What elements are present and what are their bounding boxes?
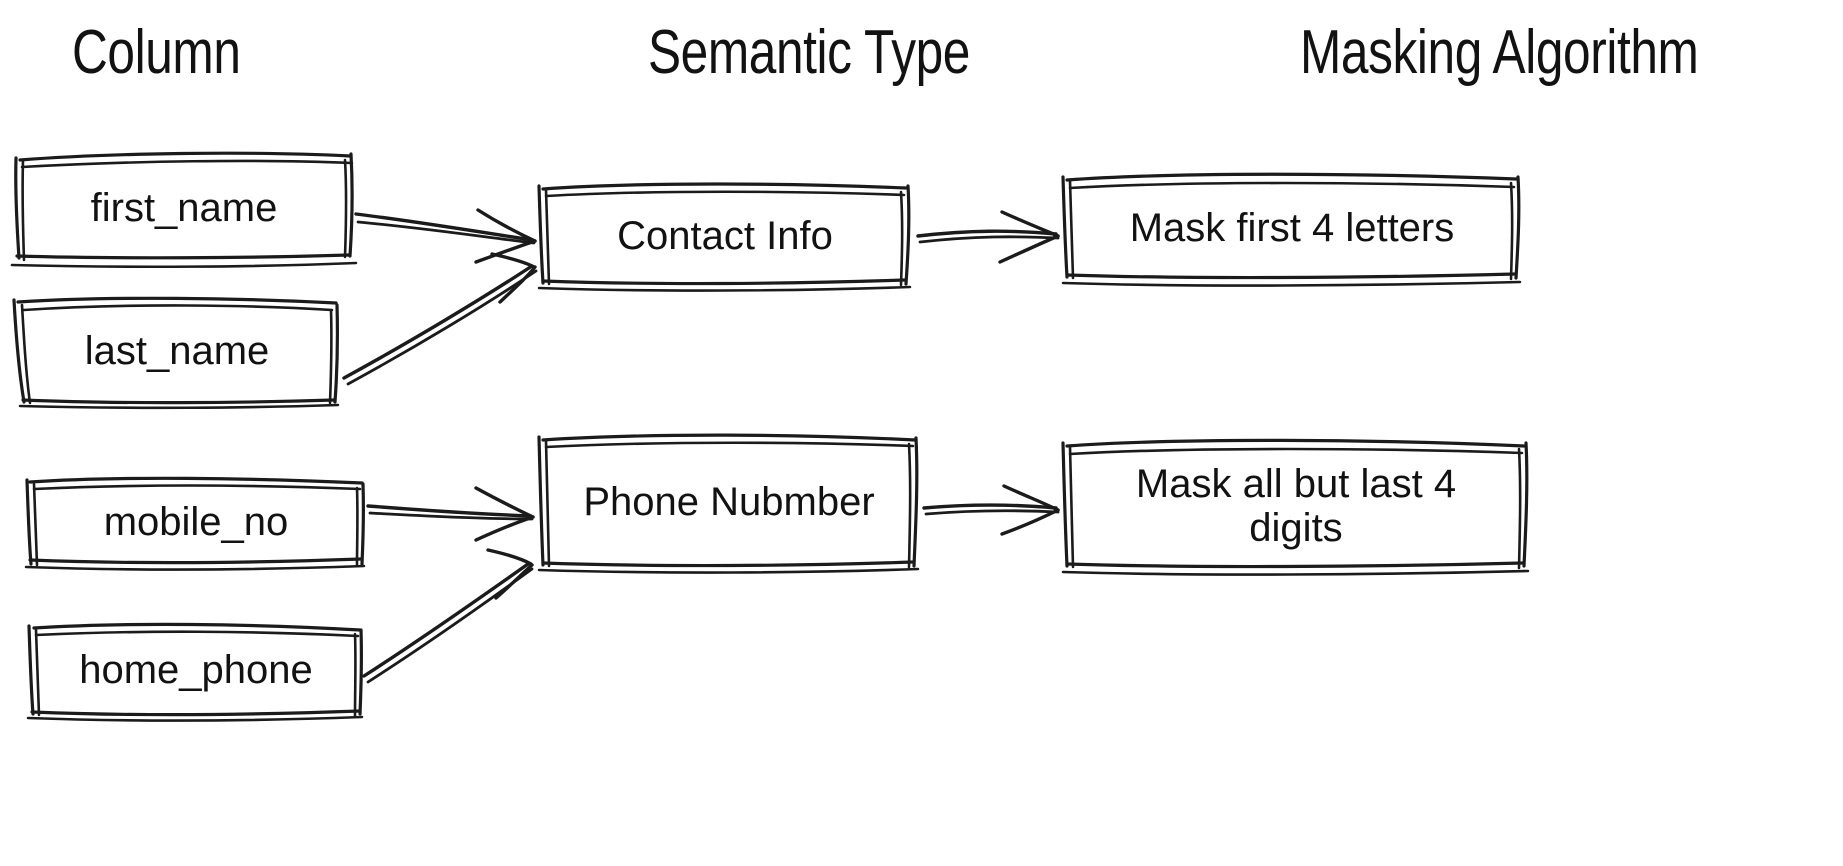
box-outline-mask-first-4 xyxy=(1061,172,1522,287)
node-contact-info[interactable]: Contact Info xyxy=(538,182,912,289)
node-label-first-name: first_name xyxy=(90,186,278,230)
column-header-column: Column xyxy=(72,18,241,87)
column-header-semantic-type: Semantic Type xyxy=(648,18,970,87)
node-label-mobile-no: mobile_no xyxy=(103,500,289,544)
node-phone-number[interactable]: Phone Nubmber xyxy=(538,433,920,571)
arrow-last-name-to-contact-info xyxy=(342,252,538,386)
node-last-name[interactable]: last_name xyxy=(14,296,340,406)
node-first-name[interactable]: first_name xyxy=(14,152,354,264)
arrow-mobile-no-to-phone-number xyxy=(366,486,535,542)
arrow-first-name-to-contact-info xyxy=(354,208,537,264)
arrow-home-phone-to-phone-number xyxy=(362,548,534,684)
node-label-last-name: last_name xyxy=(84,329,270,373)
node-label-phone-number: Phone Nubmber xyxy=(583,480,875,524)
node-home-phone[interactable]: home_phone xyxy=(28,622,364,718)
node-label-contact-info: Contact Info xyxy=(617,213,833,258)
box-outline-first-name xyxy=(10,151,358,269)
arrow-contact-info-to-mask-first-4 xyxy=(916,210,1060,264)
box-outline-last-name xyxy=(12,296,340,410)
node-label-mask-first-4: Mask first 4 letters xyxy=(1129,206,1455,250)
arrow-phone-number-to-mask-all-but-4 xyxy=(922,484,1060,536)
box-outline-mask-all-but-4 xyxy=(1061,438,1530,576)
node-mobile-no[interactable]: mobile_no xyxy=(26,476,366,568)
box-outline-phone-number xyxy=(537,433,920,574)
node-mask-all-but-4[interactable]: Mask all but last 4 digits xyxy=(1062,438,1530,573)
box-outline-mobile-no xyxy=(24,476,366,571)
box-outline-home-phone xyxy=(26,622,364,722)
column-header-masking-algorithm: Masking Algorithm xyxy=(1300,18,1699,87)
box-outline-contact-info xyxy=(537,182,912,292)
node-label-mask-all-but-4: Mask all but last 4 digits xyxy=(1135,461,1457,550)
node-label-home-phone: home_phone xyxy=(79,648,313,692)
node-mask-first-4[interactable]: Mask first 4 letters xyxy=(1062,172,1522,284)
